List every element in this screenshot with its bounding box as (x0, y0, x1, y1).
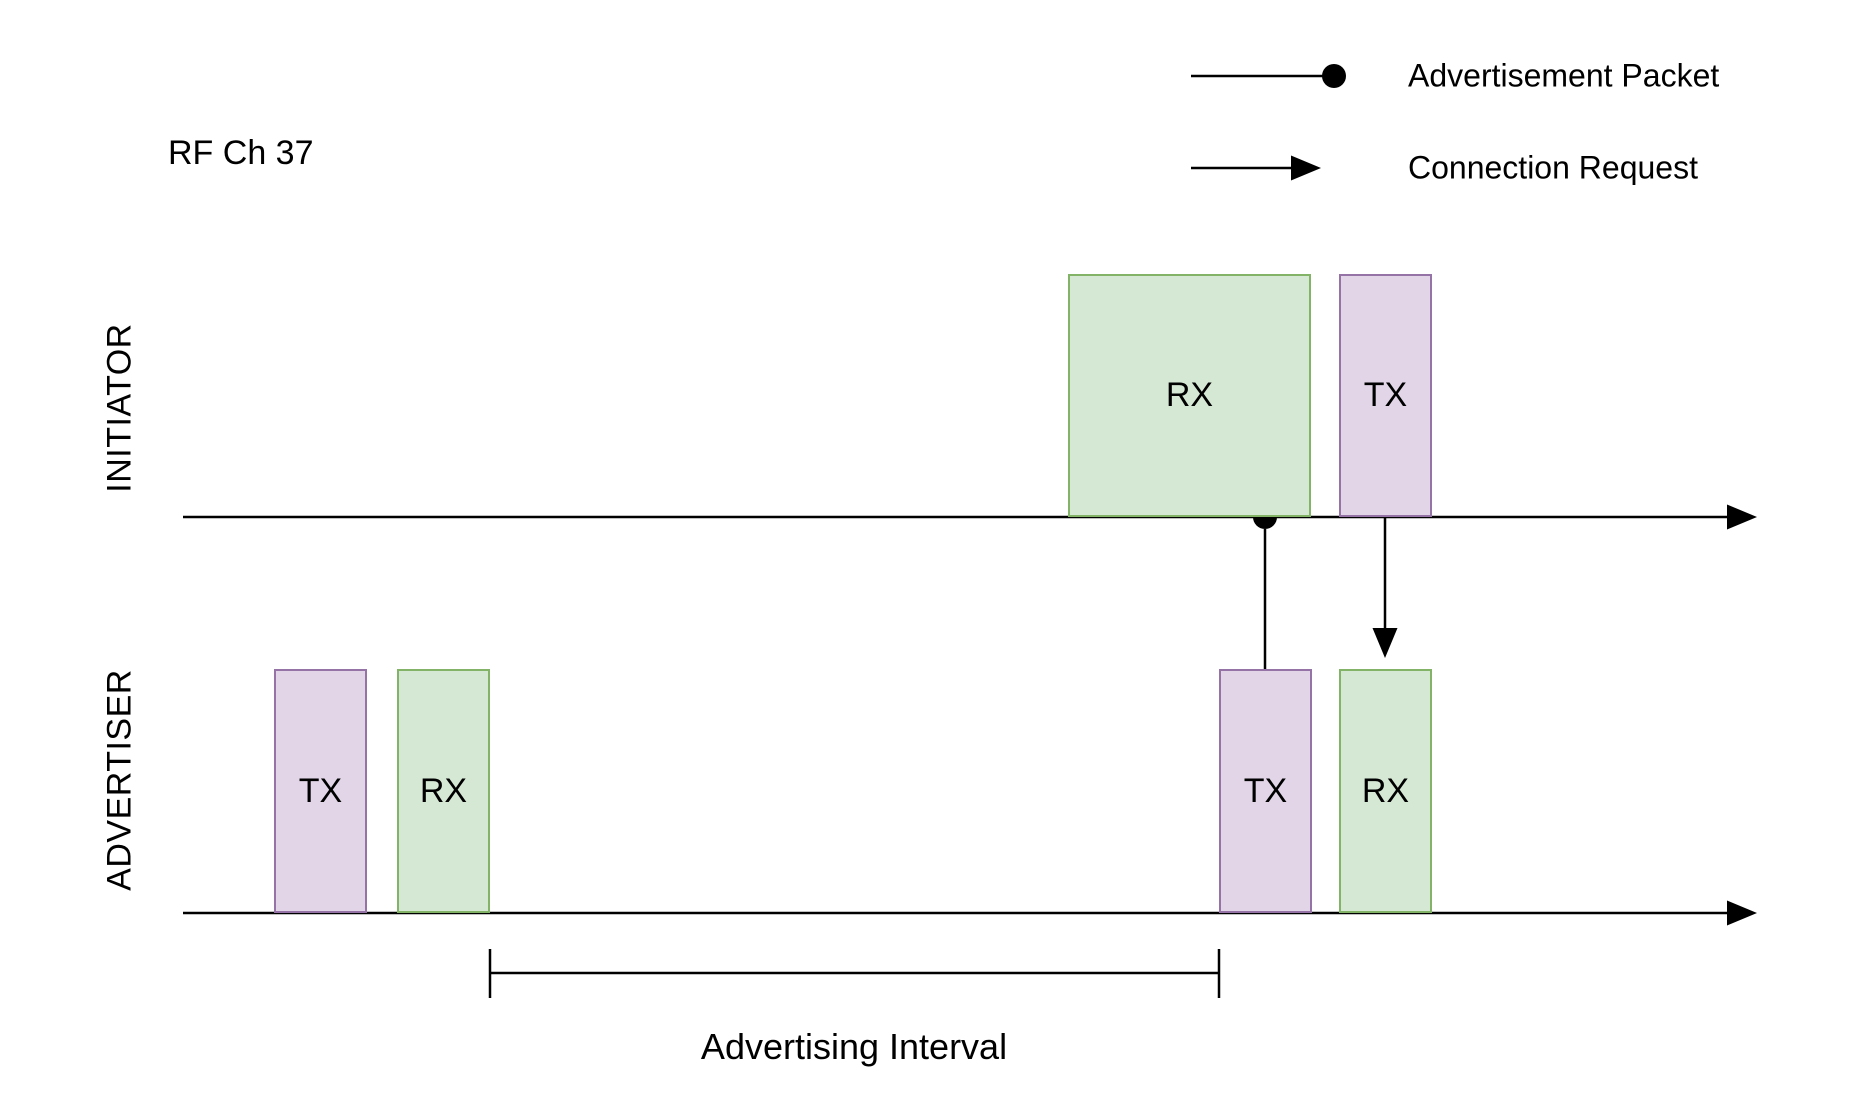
advertiser-lane-label: ADVERTISER (100, 669, 139, 891)
advertiser-rx1-box: RX (397, 669, 490, 913)
advertiser-tx2-box: TX (1219, 669, 1312, 913)
channel-title: RF Ch 37 (168, 134, 314, 172)
legend-advertisement-packet-label: Advertisement Packet (1408, 57, 1720, 94)
advertising-interval-label: Advertising Interval (700, 1026, 1008, 1067)
initiator-tx-box: TX (1339, 274, 1432, 517)
initiator-rx-box: RX (1068, 274, 1311, 517)
advertiser-rx2-box: RX (1339, 669, 1432, 913)
advertisement-packet-legend-dot (1322, 64, 1346, 88)
legend-connection-request-label: Connection Request (1408, 149, 1698, 186)
initiator-lane-label: INITIATOR (100, 323, 139, 493)
advertiser-tx1-box: TX (274, 669, 367, 913)
